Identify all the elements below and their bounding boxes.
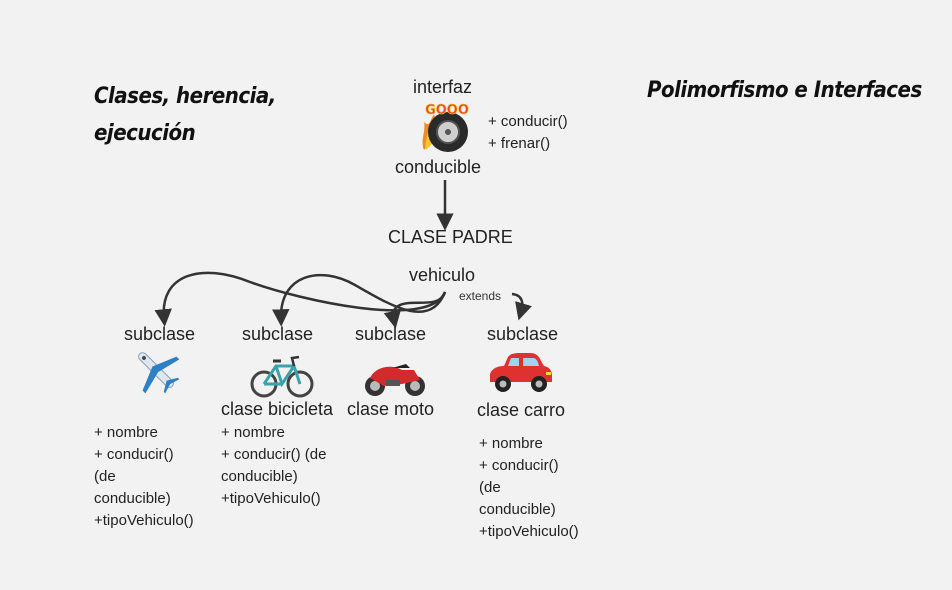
parent-heading: CLASE PADRE [388,227,513,247]
members-bicycle: + nombre + conducir() (de conducible) +t… [221,422,326,510]
extends-arrow-plane [154,271,447,327]
subclass-tag: subclase [487,324,559,344]
members-plane: + nombre + conducir() (de conducible) +t… [94,422,194,532]
subclass-tag: subclase [242,324,314,344]
member-line: +tipoVehiculo() [94,512,194,529]
car-icon [486,352,554,396]
member-line: + nombre [221,424,285,441]
interface-name: conducible [395,157,482,177]
member-line: conducible) [94,490,171,507]
subclass-name-moto: clase moto [347,399,435,419]
left-title-line-1: Clases, herencia, [94,84,276,109]
parent-name: vehiculo [409,265,476,285]
member-line: +tipoVehiculo() [221,490,321,507]
members-car: + nombre + conducir() (de conducible) +t… [479,433,579,543]
member-line: conducible) [221,468,298,485]
extends-arrow-bicycle [272,273,447,327]
member-line: + nombre [479,435,543,452]
motorcycle-icon [362,356,428,398]
interface-label: interfaz [413,77,473,97]
member-line: + conducir() [479,457,559,474]
member-line: (de [479,479,501,496]
tire-on-fire-icon: GOOO [418,100,476,156]
interface-method: + frenar() [488,135,551,152]
extends-label: extends [459,289,502,303]
interface-methods: + conducir() + frenar() [488,111,568,155]
left-title-line-2: ejecución [94,121,196,146]
subclass-name-car: clase carro [477,400,566,420]
left-title: Clases, herencia, ejecución [94,78,276,152]
gooo-text: GOOO [425,103,469,118]
subclass-tag: subclase [124,324,196,344]
member-line: (de [94,468,116,485]
subclass-tag: subclase [355,324,427,344]
extends-arrow-car [511,292,532,321]
airplane-icon [130,345,182,395]
subclass-name-bicycle: clase bicicleta [221,399,334,419]
right-title: Polimorfismo e Interfaces [647,78,922,103]
member-line: conducible) [479,501,556,518]
member-line: + conducir() (de [221,446,327,463]
member-line: + conducir() [94,446,174,463]
member-line: + nombre [94,424,158,441]
interface-method: + conducir() [488,113,568,130]
bicycle-icon [249,352,315,400]
extends-arrow-moto [383,291,447,329]
member-line: +tipoVehiculo() [479,523,579,540]
